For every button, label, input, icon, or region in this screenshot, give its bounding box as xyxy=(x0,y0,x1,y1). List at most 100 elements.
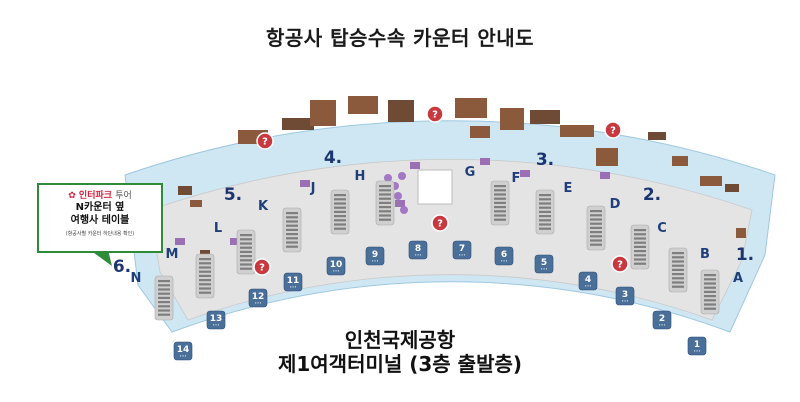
zone-label-1: 1. xyxy=(736,245,754,265)
shop-block xyxy=(348,96,378,114)
counter-letter-g: G xyxy=(465,165,476,180)
svg-text:5: 5 xyxy=(541,258,547,268)
svg-text:?: ? xyxy=(437,219,443,230)
svg-text:•••: ••• xyxy=(458,253,465,258)
zone-label-2: 2. xyxy=(643,185,661,205)
svg-text:11: 11 xyxy=(287,276,300,286)
svg-text:•••: ••• xyxy=(584,284,591,289)
gate-14: 14••• xyxy=(173,341,193,361)
gate-11: 11••• xyxy=(283,272,303,292)
info-points: ?????? xyxy=(253,105,629,276)
counter-island xyxy=(375,180,395,226)
svg-text:8: 8 xyxy=(415,244,421,254)
shop-block xyxy=(560,125,594,137)
travel-agency-callout: ✿ 인터파크 투어 N카운터 옆 여행사 테이블 (항공사별 카운터 하단내용 … xyxy=(37,183,163,253)
zone-label-4: 4. xyxy=(324,148,342,168)
facility-block xyxy=(520,170,530,177)
counter-letter-k: K xyxy=(258,199,269,214)
counter-island xyxy=(236,229,256,275)
zone-label-3: 3. xyxy=(536,150,554,170)
shop-block xyxy=(736,228,746,238)
interpark-brand: ✿ 인터파크 투어 xyxy=(39,188,161,201)
gate-10: 10••• xyxy=(326,256,346,276)
callout-pointer xyxy=(90,250,112,266)
shop-block xyxy=(700,176,722,186)
shop-block xyxy=(388,100,414,122)
callout-location: N카운터 옆 xyxy=(75,202,125,213)
gate-7: 7••• xyxy=(452,240,472,260)
svg-text:?: ? xyxy=(259,263,265,274)
question-mark-info-icon: ? xyxy=(431,214,449,232)
svg-text:•••: ••• xyxy=(658,323,665,328)
svg-text:14: 14 xyxy=(177,345,190,355)
facility-block xyxy=(395,200,405,207)
svg-text:•••: ••• xyxy=(289,285,296,290)
question-mark-info-icon: ? xyxy=(253,258,271,276)
svg-text:•••: ••• xyxy=(371,259,378,264)
svg-text:•••: ••• xyxy=(414,253,421,258)
gate-4: 4••• xyxy=(578,271,598,291)
facility-block xyxy=(230,238,240,245)
map-title: 항공사 탑승수속 카운터 안내도 xyxy=(265,26,535,50)
svg-text:3: 3 xyxy=(622,290,628,300)
gate-6: 6••• xyxy=(494,246,514,266)
counter-letter-m: M xyxy=(166,247,179,262)
facility-block xyxy=(410,162,420,169)
shop-block xyxy=(725,184,739,192)
shop-block xyxy=(672,156,688,166)
callout-note: (항공사별 카운터 하단내용 확인) xyxy=(65,231,135,237)
svg-text:6: 6 xyxy=(501,250,507,260)
svg-text:7: 7 xyxy=(459,244,465,254)
svg-text:•••: ••• xyxy=(212,323,219,328)
shop-block xyxy=(530,110,560,124)
zone-labels: 1.2.3.4.5.6. xyxy=(113,148,754,277)
question-mark-info-icon: ? xyxy=(604,121,622,139)
terminal-floor: 제1여객터미널 (3층 출발층) xyxy=(277,352,523,376)
counter-island xyxy=(535,189,555,235)
shop-block xyxy=(200,250,210,256)
svg-text:2: 2 xyxy=(659,314,665,324)
svg-text:?: ? xyxy=(432,110,438,121)
shops-and-facilities xyxy=(148,96,746,256)
counter-island xyxy=(700,269,720,315)
facility-block xyxy=(300,180,310,187)
counter-letter-h: H xyxy=(355,169,366,184)
counter-island xyxy=(490,180,510,226)
shop-block xyxy=(470,126,490,138)
zone-label-6: 6. xyxy=(113,257,131,277)
svg-text:•••: ••• xyxy=(500,259,507,264)
terminal-name: 인천국제공항 제1여객터미널 (3층 출발층) xyxy=(0,328,800,376)
seating-area xyxy=(398,172,406,180)
svg-text:13: 13 xyxy=(210,314,223,324)
gate-13: 13••• xyxy=(206,310,226,330)
counter-letter-d: D xyxy=(610,197,621,212)
shop-block xyxy=(648,132,666,140)
svg-text:9: 9 xyxy=(372,250,378,260)
gate-5: 5••• xyxy=(534,254,554,274)
shop-block xyxy=(596,148,618,166)
counter-letter-b: B xyxy=(700,247,710,262)
question-mark-info-icon: ? xyxy=(611,255,629,273)
svg-text:?: ? xyxy=(617,260,623,271)
counter-letter-c: C xyxy=(657,221,667,236)
counter-island xyxy=(630,224,650,270)
svg-text:?: ? xyxy=(610,126,616,137)
counter-island xyxy=(586,205,606,251)
shop-block xyxy=(455,98,487,118)
shop-block xyxy=(178,186,192,195)
counter-letter-e: E xyxy=(564,181,573,196)
svg-text:•••: ••• xyxy=(621,299,628,304)
counter-island xyxy=(195,253,215,299)
counter-letter-f: F xyxy=(512,171,521,186)
counter-island xyxy=(330,189,350,235)
shop-block xyxy=(500,108,524,130)
boarding-gates: 1•••2•••3•••4•••5•••6•••7•••8•••9•••10••… xyxy=(173,240,707,361)
counter-letter-l: L xyxy=(214,221,222,236)
svg-text:12: 12 xyxy=(252,292,265,302)
svg-text:•••: ••• xyxy=(332,269,339,274)
counter-island xyxy=(154,275,174,321)
seating-area xyxy=(400,206,408,214)
question-mark-info-icon: ? xyxy=(426,105,444,123)
